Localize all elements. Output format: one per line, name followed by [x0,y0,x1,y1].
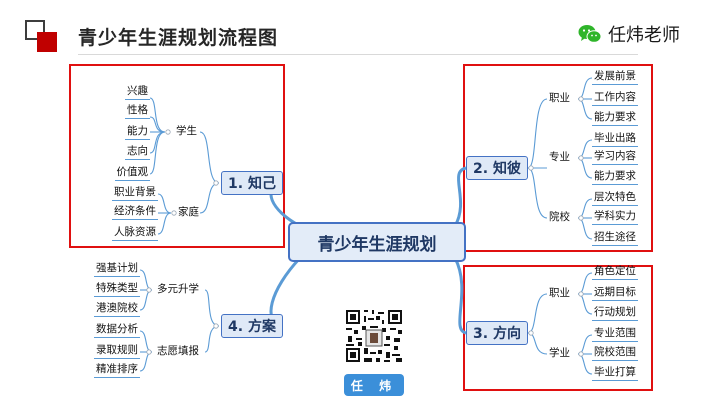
leaf-item: 经济条件 [112,204,158,220]
leaf-item: 远期目标 [592,285,638,301]
leaf-item: 行动规划 [592,305,638,321]
leaf-item: 毕业出路 [592,131,638,147]
brand-name: 任炜老师 [608,25,680,46]
leaf-item: 港澳院校 [94,301,140,317]
brand: 任炜老师 [578,22,680,46]
group-label-xuesheng: 学生 [176,125,197,137]
title-divider [78,54,638,55]
leaf-item: 院校范围 [592,345,638,361]
mindmap-center-node: 青少年生涯规划 [288,222,466,262]
leaf-item: 专业范围 [592,326,638,342]
leaf-item: 发展前景 [592,69,638,85]
group-label-zhiyuan: 志愿填报 [157,345,199,357]
leaf-item: 性格 [125,103,150,119]
branch-node-zhibi: 2. 知彼 [466,156,528,180]
branch-node-fangxiang: 3. 方向 [466,321,528,345]
highlight-frame-fangxiang [463,265,653,391]
leaf-item: 学科实力 [592,209,638,225]
group-label-duoyuan: 多元升学 [157,283,199,295]
leaf-item: 层次特色 [592,190,638,206]
leaf-item: 角色定位 [592,264,638,280]
leaf-item: 毕业打算 [592,365,638,381]
group-label-zhiye-2: 职业 [549,287,570,299]
title-decoration-square [37,32,57,52]
leaf-item: 强基计划 [94,261,140,277]
leaf-item: 学习内容 [592,149,638,165]
branch-node-zhiji: 1. 知己 [221,171,283,195]
leaf-item: 招生途径 [592,230,638,246]
leaf-item: 工作内容 [592,90,638,106]
highlight-frame-zhiji [69,64,285,248]
group-label-zhiye: 职业 [549,92,570,104]
leaf-item: 兴趣 [125,84,150,100]
leaf-item: 数据分析 [94,322,140,338]
leaf-item: 能力要求 [592,169,638,185]
group-label-xueye: 学业 [549,347,570,359]
leaf-item: 职业背景 [112,185,158,201]
group-label-yuanxiao: 院校 [549,211,570,223]
leaf-item: 人脉资源 [112,225,158,241]
branch-node-fangan: 4. 方案 [221,314,283,338]
leaf-item: 特殊类型 [94,281,140,297]
leaf-item: 能力 [125,124,150,140]
name-button[interactable]: 任 炜 [344,374,404,396]
leaf-item: 志向 [125,144,150,160]
highlight-frame-zhibi [463,64,653,252]
page-title: 青少年生涯规划流程图 [78,27,279,49]
group-label-zhuanye: 专业 [549,151,570,163]
wechat-icon [578,25,602,43]
leaf-item: 能力要求 [592,110,638,126]
qr-code-icon [344,308,404,364]
leaf-item: 录取规则 [94,343,140,359]
group-label-jiating: 家庭 [178,206,199,218]
leaf-item: 精准排序 [94,362,140,378]
leaf-item: 价值观 [114,165,150,181]
